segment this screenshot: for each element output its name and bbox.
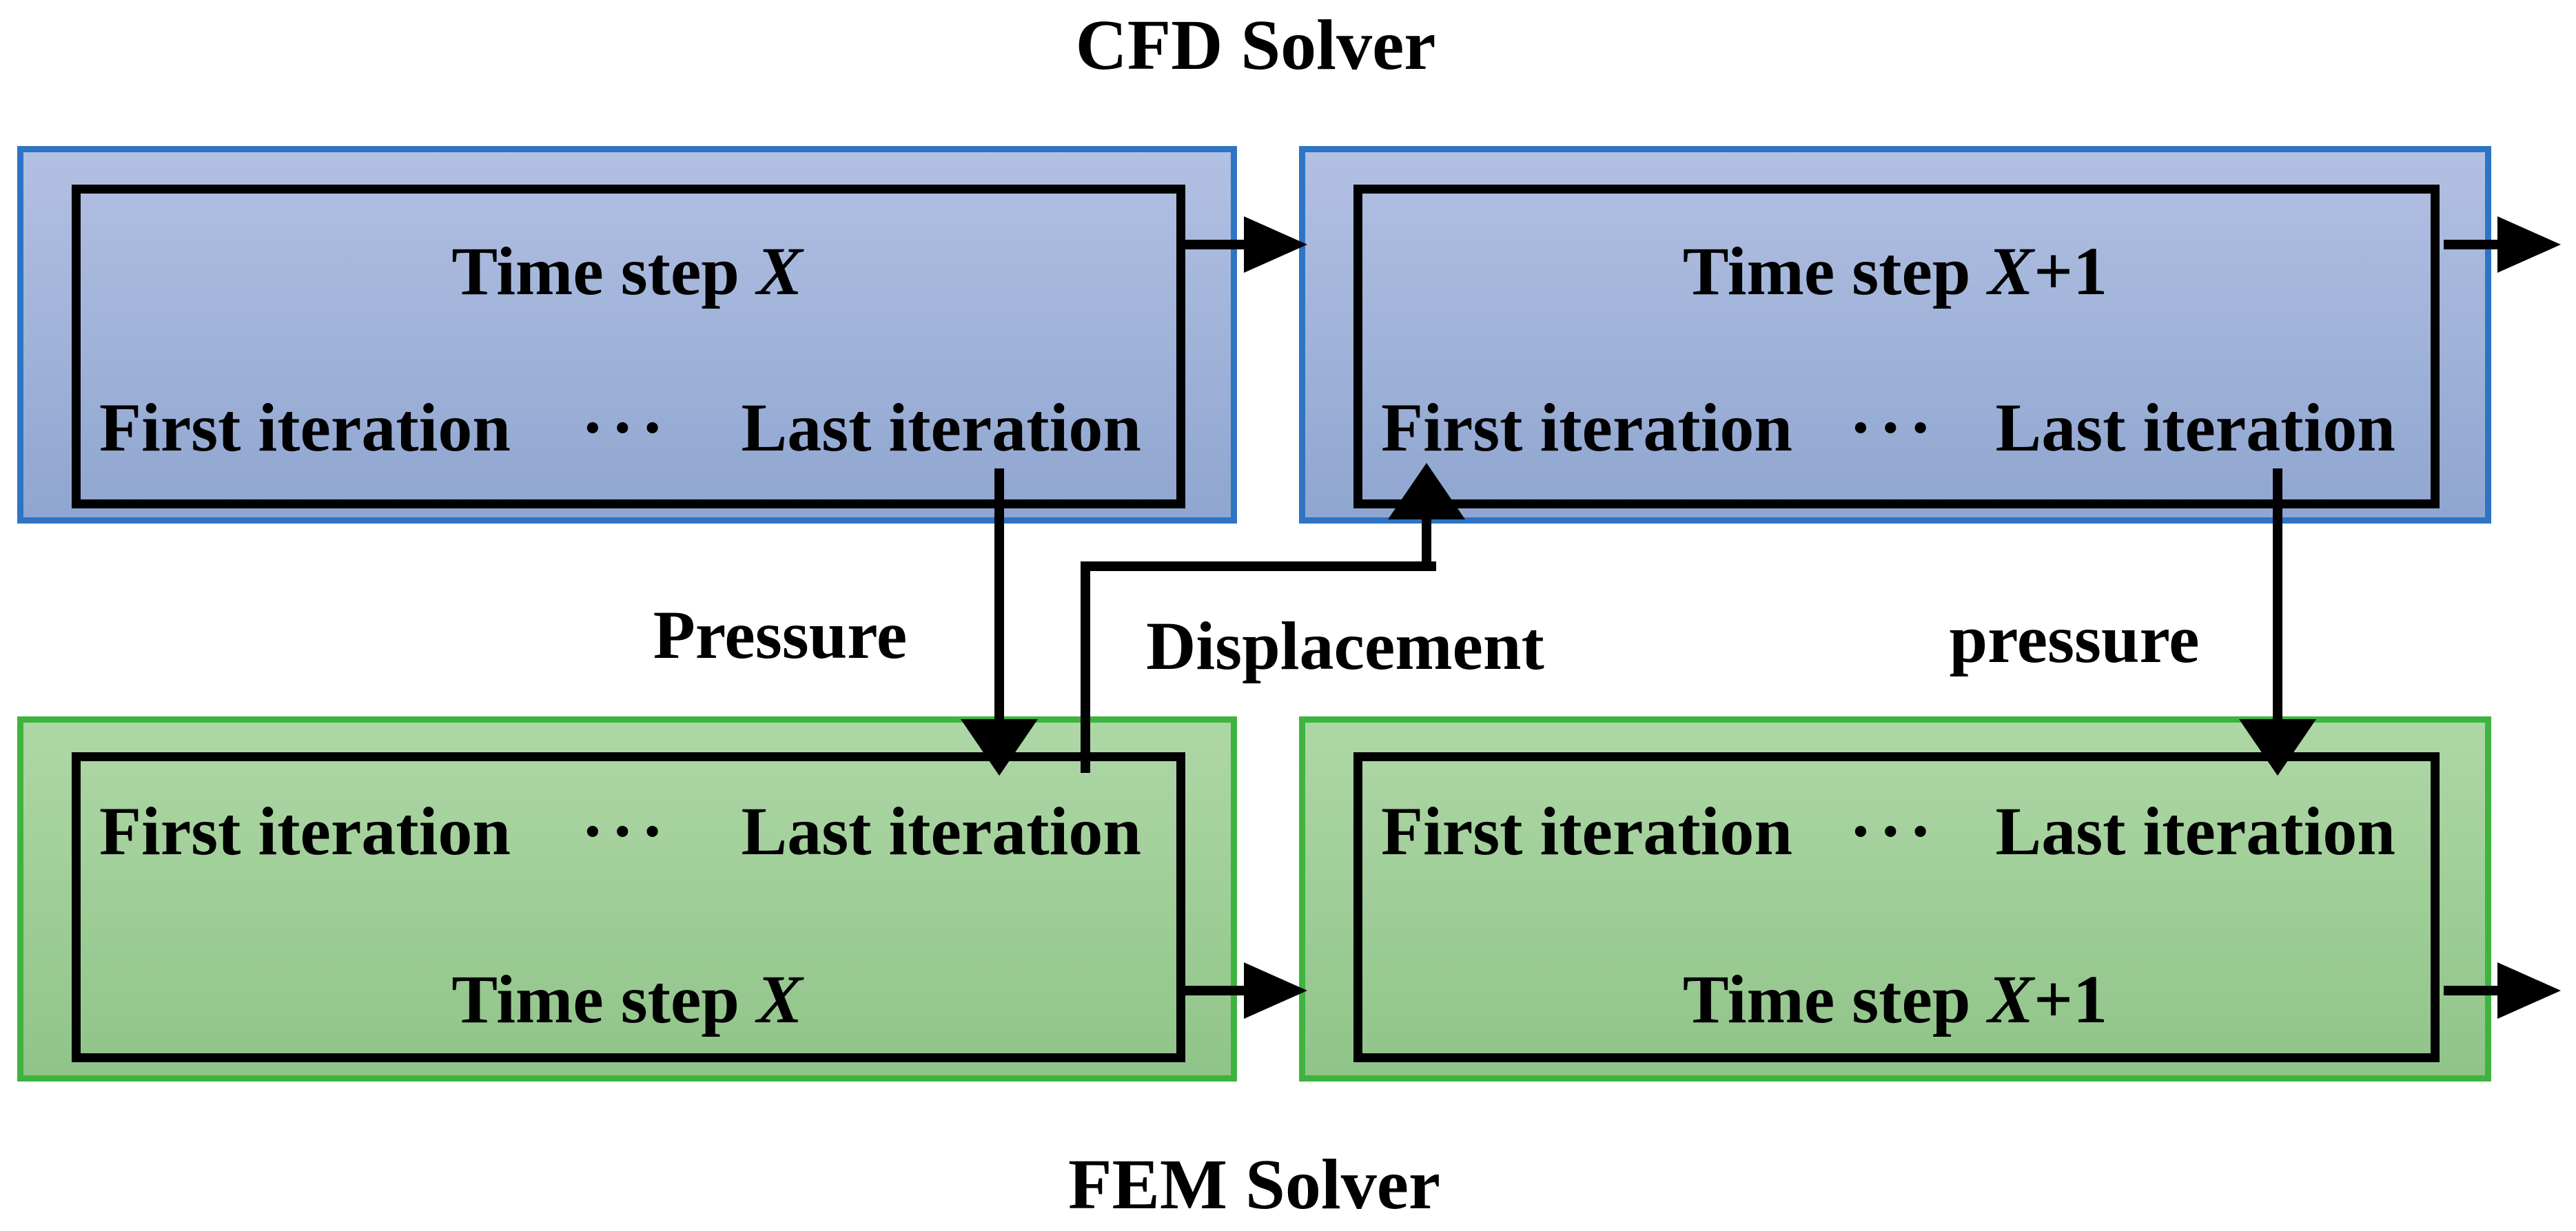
time-step-text: Time step [1682, 961, 1988, 1037]
cfd-timestep-x1-iterations: First iteration ··· Last iteration [1381, 393, 2395, 462]
arrow-down-icon [961, 719, 1038, 776]
last-iteration-label: Last iteration [1995, 793, 2395, 869]
first-iteration-label: First iteration [99, 793, 511, 869]
fem-timestep-x1-box: First iteration ··· Last iteration Time … [1299, 716, 2491, 1082]
ellipsis-dots-icon: ··· [1849, 793, 1939, 869]
arrow-right-icon [2497, 216, 2561, 273]
cfd-solver-title: CFD Solver [1075, 6, 1436, 85]
cfd-x1-exit-arrow-shaft [2444, 240, 2499, 249]
time-step-variable: X [1987, 233, 2034, 309]
cfd-timestep-x1-box: Time step X+1 First iteration ··· Last i… [1299, 146, 2491, 524]
time-step-text: Time step [1682, 233, 1988, 309]
first-iteration-label: First iteration [1381, 793, 1793, 869]
cfd-timestep-x1-frame [1353, 185, 2440, 508]
time-step-suffix: +1 [2034, 233, 2108, 309]
pressure-arrow-shaft [994, 468, 1004, 723]
first-iteration-label: First iteration [99, 389, 511, 466]
ellipsis-dots-icon: ··· [581, 389, 671, 466]
fem-timestep-x1-iterations: First iteration ··· Last iteration [1381, 797, 2395, 866]
displacement-label: Displacement [1146, 608, 1544, 684]
fem-x-to-x1-arrow-shaft [1180, 986, 1245, 995]
arrow-right-icon [1244, 962, 1307, 1019]
fem-solver-title: FEM Solver [1067, 1145, 1441, 1224]
time-step-variable: X [1987, 961, 2034, 1037]
ellipsis-dots-icon: ··· [581, 793, 671, 869]
fem-timestep-x-box: First iteration ··· Last iteration Time … [17, 716, 1237, 1082]
displacement-arrow-segment-across [1081, 561, 1436, 571]
arrow-up-icon [1388, 463, 1465, 519]
arrow-down-icon [2239, 719, 2316, 776]
last-iteration-label: Last iteration [741, 389, 1141, 466]
fem-timestep-x-frame [72, 752, 1185, 1062]
arrow-right-icon [2497, 962, 2561, 1019]
arrow-right-icon [1244, 216, 1307, 273]
ellipsis-dots-icon: ··· [1849, 389, 1939, 466]
first-iteration-label: First iteration [1381, 389, 1793, 466]
pressure-right-label: pressure [1949, 601, 2200, 677]
pressure-left-label: Pressure [653, 597, 908, 673]
fem-timestep-x-iterations: First iteration ··· Last iteration [99, 797, 1141, 866]
cfd-timestep-x-frame [72, 185, 1185, 508]
fem-x1-exit-arrow-shaft [2444, 986, 2499, 995]
pressure-right-arrow-shaft [2273, 468, 2282, 723]
last-iteration-label: Last iteration [1995, 389, 2395, 466]
time-step-variable: X [756, 233, 803, 309]
cfd-x-to-x1-arrow-shaft [1180, 240, 1245, 249]
fem-timestep-x1-label: Time step X+1 [1305, 965, 2485, 1034]
time-step-suffix: +1 [2034, 961, 2108, 1037]
last-iteration-label: Last iteration [741, 793, 1141, 869]
fem-timestep-x-label: Time step X [23, 965, 1231, 1034]
fem-timestep-x1-frame [1353, 752, 2440, 1062]
cfd-timestep-x-label: Time step X [23, 237, 1231, 306]
time-step-text: Time step [451, 961, 757, 1037]
time-step-text: Time step [451, 233, 757, 309]
displacement-arrow-segment-down [1081, 561, 1090, 773]
time-step-variable: X [756, 961, 803, 1037]
cfd-timestep-x1-label: Time step X+1 [1305, 237, 2485, 306]
cfd-timestep-x-iterations: First iteration ··· Last iteration [99, 393, 1141, 462]
cfd-timestep-x-box: Time step X First iteration ··· Last ite… [17, 146, 1237, 524]
displacement-arrow-segment-up [1422, 515, 1431, 571]
